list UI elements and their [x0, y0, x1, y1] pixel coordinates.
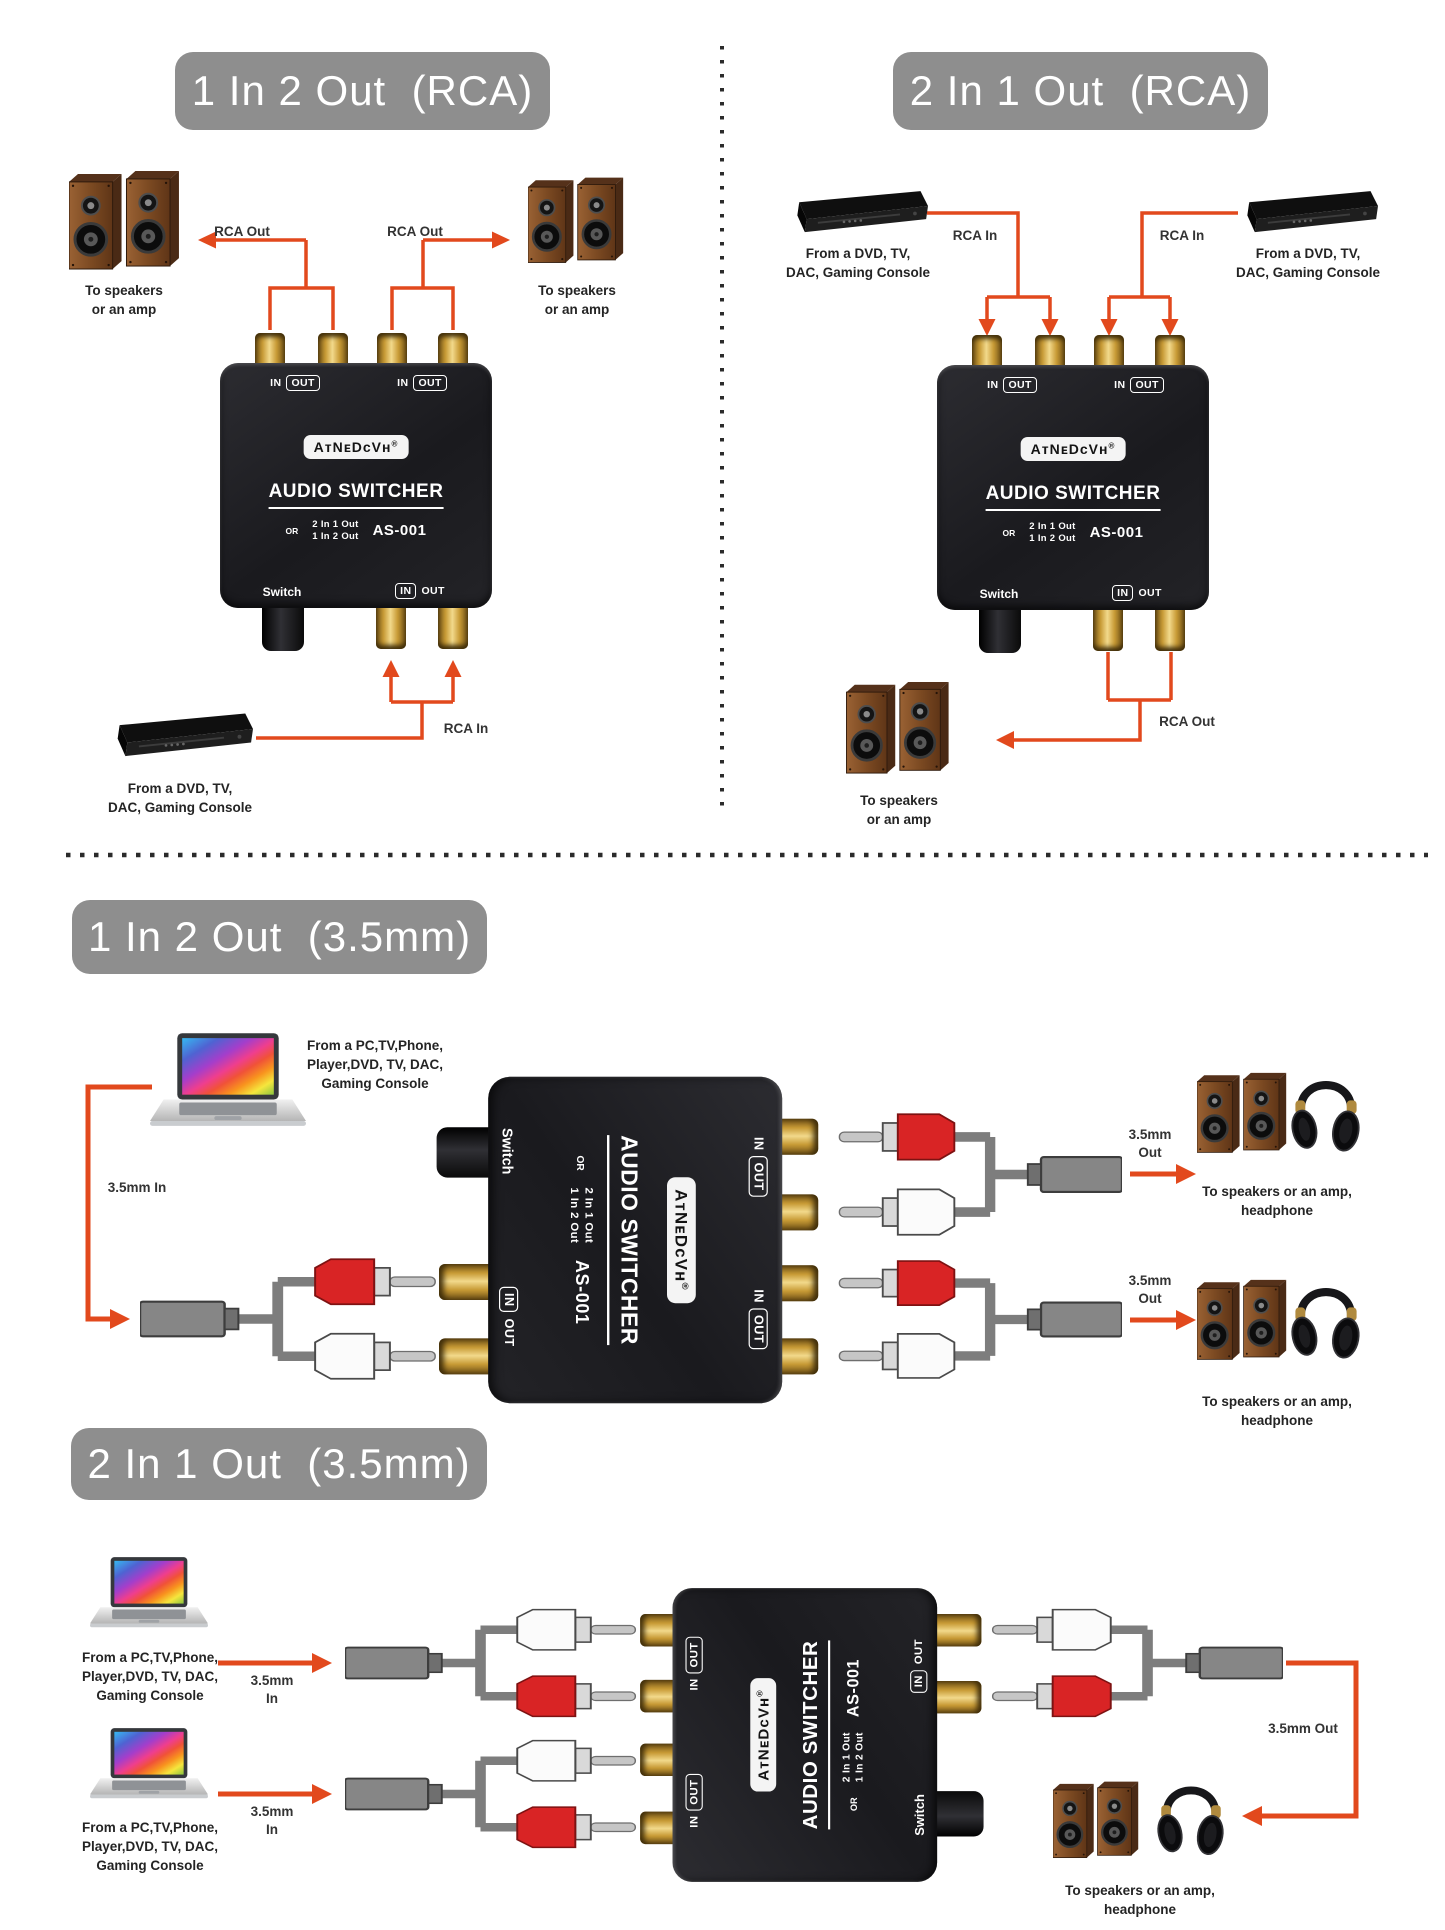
rca-jack [929, 1681, 982, 1714]
caption-from-dvd: From a DVD, TV,DAC, Gaming Console [1235, 246, 1380, 280]
rca-jack [376, 601, 406, 649]
caption-from-pc: From a PC,TV,Phone,Player,DVD, TV, DAC,G… [306, 1038, 444, 1091]
brand-badge: AᴛNᴇDᴄVʜ® [1020, 437, 1126, 461]
headphones-image [1290, 1273, 1362, 1367]
headphones-image [1290, 1066, 1362, 1160]
switch-label: Switch [262, 585, 302, 599]
rca-y-cable [345, 1736, 645, 1852]
header-2in1out-35mm: 2 In 1 Out (3.5mm) [71, 1428, 487, 1500]
label-35mm-out: 3.5mm Out [1268, 1721, 1338, 1736]
model-number: AS-001 [844, 1658, 863, 1718]
caption-from-pc: From a PC,TV,Phone,Player,DVD, TV, DAC,G… [81, 1650, 219, 1703]
model-number: AS-001 [571, 1259, 592, 1325]
brand-badge: AᴛNᴇDᴄVʜ® [667, 1177, 696, 1303]
header-1in2out-rca: 1 In 2 Out (RCA) [175, 52, 550, 130]
rca-y-cable [345, 1605, 645, 1721]
device-title: AUDIO SWITCHER [799, 1640, 831, 1830]
header-1in2out-35mm: 1 In 2 Out (3.5mm) [72, 900, 487, 974]
label-rca-in: RCA In [443, 721, 489, 736]
label-rca-in: RCA In [952, 228, 998, 243]
dvd-player-image [1246, 190, 1378, 234]
caption-to-speakers-headphone: To speakers or an amp,headphone [1202, 1394, 1352, 1428]
laptop-image [90, 1728, 208, 1799]
device-title: AUDIO SWITCHER [268, 481, 444, 509]
speakers-image [1197, 1270, 1287, 1370]
speakers-image [1197, 1063, 1287, 1163]
brand-badge: AᴛNᴇDᴄVʜ® [750, 1678, 777, 1792]
label-rca-out: RCA Out [387, 224, 443, 239]
rca-y-cable [830, 1256, 1122, 1383]
caption-from-dvd: From a DVD, TV,DAC, Gaming Console [785, 246, 930, 280]
rca-jack [438, 601, 468, 649]
model-number: AS-001 [1089, 524, 1144, 541]
dvd-player-image [116, 712, 253, 758]
switch-label: Switch [912, 1794, 928, 1836]
rca-y-cable [830, 1109, 1122, 1240]
switch-label: Switch [499, 1127, 516, 1175]
caption-to-speakers-headphone: To speakers or an amp,headphone [1202, 1184, 1352, 1218]
header-2in1out-rca: 2 In 1 Out (RCA) [893, 52, 1268, 130]
speakers-image [1053, 1773, 1139, 1867]
laptop-image [150, 1033, 306, 1126]
brand-badge: AᴛNᴇDᴄVʜ® [303, 435, 409, 459]
model-number: AS-001 [372, 522, 427, 539]
rca-y-cable [140, 1254, 445, 1384]
label-35mm-in: 3.5mm In [107, 1180, 167, 1195]
speakers-image [528, 171, 624, 270]
rca-y-cable [983, 1605, 1283, 1721]
switch-label: Switch [979, 587, 1019, 601]
caption-from-dvd: From a DVD, TV,DAC, Gaming Console [107, 781, 252, 815]
device-title: AUDIO SWITCHER [607, 1135, 641, 1345]
label-rca-out: RCA Out [214, 224, 270, 239]
label-rca-in: RCA In [1159, 228, 1205, 243]
caption-from-pc: From a PC,TV,Phone,Player,DVD, TV, DAC,G… [81, 1820, 219, 1873]
headphones-image [1156, 1770, 1226, 1865]
rca-jack [1093, 603, 1123, 651]
laptop-image [90, 1557, 208, 1628]
rca-jack [929, 1614, 982, 1647]
label-rca-out: RCA Out [1159, 714, 1215, 729]
caption-to-speakers-headphone: To speakers or an amp,headphone [1065, 1883, 1215, 1917]
device-title: AUDIO SWITCHER [985, 483, 1161, 511]
dvd-player-image [796, 190, 928, 234]
rca-jack [1155, 603, 1185, 651]
speakers-image [843, 682, 953, 774]
speakers-image [69, 171, 180, 270]
